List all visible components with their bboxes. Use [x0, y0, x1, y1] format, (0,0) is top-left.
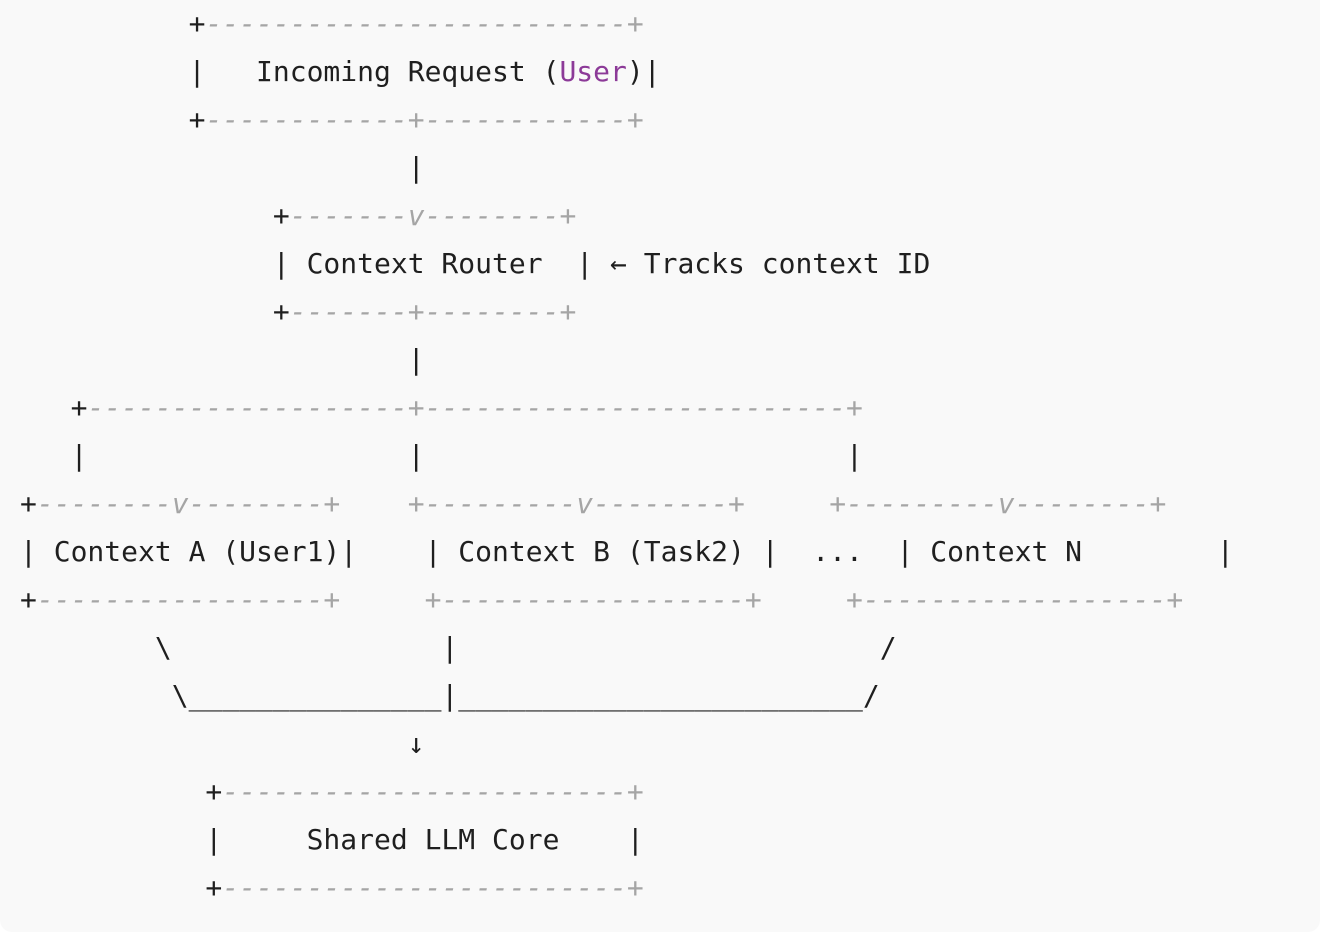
- diagram-text: [762, 583, 846, 616]
- box-border-segment: +---------v--------+: [829, 487, 1167, 520]
- diagram-line: \_______________|_______________________…: [20, 672, 1234, 720]
- diagram-line: +-------v--------+: [20, 192, 1234, 240]
- diagram-text: +: [20, 7, 206, 40]
- diagram-line: +-------------------------+: [20, 0, 1234, 48]
- diagram-text: +: [20, 871, 223, 904]
- box-border-segment: +------------------+: [846, 583, 1184, 616]
- diagram-text: )|: [626, 55, 661, 88]
- highlight-token: User: [559, 55, 627, 88]
- box-border-segment: -----------------+: [36, 583, 341, 616]
- diagram-line: | Incoming Request (User)|: [20, 48, 1234, 96]
- diagram-text: [340, 487, 407, 520]
- box-border-segment: -------v--------+: [289, 199, 577, 232]
- diagram-line: +-------------------+-------------------…: [20, 384, 1234, 432]
- diagram-line: ↓: [20, 720, 1234, 768]
- diagram-line: | | |: [20, 432, 1234, 480]
- box-border-segment: +------------------+: [424, 583, 762, 616]
- diagram-line: |: [20, 144, 1234, 192]
- diagram-line: | Context Router | ← Tracks context ID: [20, 240, 1234, 288]
- diagram-line: +------------------------+: [20, 864, 1234, 912]
- diagram-line: +--------v--------+ +---------v--------+…: [20, 480, 1234, 528]
- diagram-text: |: [20, 343, 425, 376]
- box-border-segment: ------------------------+: [222, 775, 644, 808]
- diagram-line: \ | /: [20, 624, 1234, 672]
- diagram-text: [340, 583, 424, 616]
- diagram-text: | | |: [20, 439, 863, 472]
- diagram-line: | Context A (User1)| | Context B (Task2)…: [20, 528, 1234, 576]
- diagram-text: +: [20, 103, 206, 136]
- box-border-segment: -------+--------+: [289, 295, 577, 328]
- diagram-text: +: [20, 583, 37, 616]
- diagram-line: +------------+------------+: [20, 96, 1234, 144]
- diagram-text: +: [20, 199, 290, 232]
- diagram-text: | Context A (User1)| | Context B (Task2)…: [20, 535, 1234, 568]
- box-border-segment: ------------+------------+: [205, 103, 644, 136]
- diagram-text: \ | /: [20, 631, 897, 664]
- diagram-text: | Context Router | ← Tracks context ID: [20, 247, 931, 280]
- diagram-text: +: [20, 295, 290, 328]
- box-border-segment: ------------------------+: [222, 871, 644, 904]
- diagram-text: \_______________|_______________________…: [20, 679, 880, 712]
- diagram-line: +-------+--------+: [20, 288, 1234, 336]
- box-border-segment: -------------------------+: [205, 7, 644, 40]
- box-border-segment: +---------v--------+: [407, 487, 745, 520]
- diagram-line: |: [20, 336, 1234, 384]
- diagram-text: | Incoming Request (: [20, 55, 560, 88]
- box-border-segment: -------------------+--------------------…: [87, 391, 863, 424]
- diagram-text: [745, 487, 829, 520]
- diagram-text: +: [20, 487, 37, 520]
- diagram-text: ↓: [20, 727, 425, 760]
- diagram-text: |: [20, 151, 425, 184]
- diagram-text: | Shared LLM Core |: [20, 823, 644, 856]
- diagram-line: +------------------------+: [20, 768, 1234, 816]
- box-border-segment: --------v--------+: [36, 487, 341, 520]
- ascii-diagram: +-------------------------+ | Incoming R…: [20, 0, 1234, 912]
- diagram-text: +: [20, 775, 223, 808]
- diagram-line: +-----------------+ +------------------+…: [20, 576, 1234, 624]
- diagram-text: +: [20, 391, 88, 424]
- diagram-line: | Shared LLM Core |: [20, 816, 1234, 864]
